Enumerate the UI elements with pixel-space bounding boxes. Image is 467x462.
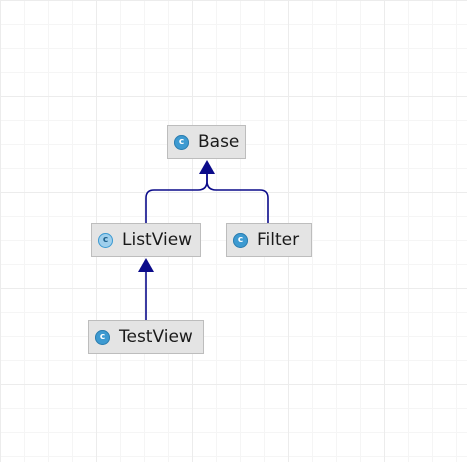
class-icon-letter: c (99, 331, 106, 342)
class-node-listview[interactable]: c ListView (91, 223, 201, 257)
abstract-class-icon: c (98, 232, 113, 248)
class-name: TestView (119, 327, 193, 347)
class-icon-letter: c (102, 234, 109, 245)
edge-filter-to-base (206, 172, 269, 224)
arrowhead-base (199, 160, 215, 174)
class-name: ListView (122, 230, 193, 250)
class-node-base[interactable]: c Base (167, 125, 246, 159)
class-name: Base (198, 132, 240, 152)
class-icon-letter: c (178, 136, 185, 147)
arrowhead-listview (138, 258, 154, 272)
class-icon-letter: c (237, 234, 244, 245)
class-name: Filter (257, 230, 300, 250)
class-icon: c (95, 329, 110, 345)
class-icon: c (174, 134, 189, 150)
class-icon: c (233, 232, 248, 248)
class-node-filter[interactable]: c Filter (226, 223, 312, 257)
edge-listview-to-base (145, 172, 208, 224)
class-node-testview[interactable]: c TestView (88, 320, 204, 354)
